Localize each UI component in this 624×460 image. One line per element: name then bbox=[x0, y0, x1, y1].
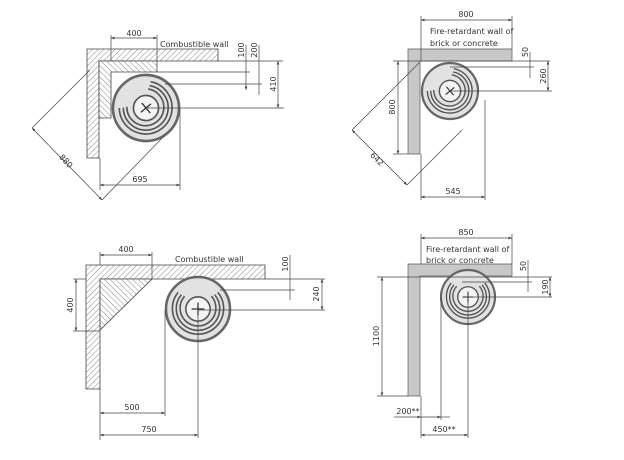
dim-240: 240 bbox=[312, 286, 321, 301]
dim-880: 880 bbox=[57, 153, 74, 170]
wall-label-line2: brick or concrete bbox=[430, 39, 498, 48]
diagram-fireproof-corner-diagonal: 800 Fire-retardant wall of brick or conc… bbox=[351, 10, 552, 200]
wall-label: Combustible wall bbox=[175, 255, 244, 264]
dim-400: 400 bbox=[126, 29, 141, 38]
dim-400-left: 400 bbox=[66, 297, 75, 312]
dim-100: 100 bbox=[281, 256, 290, 271]
diagram-combustible-wall-parallel: 400 Combustible wall 400 100 240 500 750 bbox=[66, 245, 325, 440]
dim-410: 410 bbox=[269, 76, 278, 91]
dim-545: 545 bbox=[445, 187, 460, 196]
dim-50: 50 bbox=[519, 261, 528, 271]
wall-label-line1: Fire-retardant wall of bbox=[430, 27, 513, 36]
dim-200: 200 bbox=[250, 42, 259, 57]
dim-850: 850 bbox=[458, 228, 473, 237]
dim-642: 642 bbox=[368, 151, 385, 168]
dim-800-top: 800 bbox=[458, 10, 473, 19]
dim-695: 695 bbox=[132, 175, 147, 184]
dim-260: 260 bbox=[539, 68, 548, 83]
wall-label-line1: Fire-retardant wall of bbox=[426, 245, 509, 254]
wall-label-line2: brick or concrete bbox=[426, 256, 494, 265]
insulation-triangle bbox=[99, 278, 153, 331]
dim-500: 500 bbox=[124, 403, 139, 412]
dim-1100: 1100 bbox=[372, 326, 381, 346]
wall-label: Combustible wall bbox=[160, 40, 229, 49]
dim-800-left: 800 bbox=[388, 99, 397, 114]
diagram-fireproof-wall-parallel: 850 Fire-retardant wall of brick or conc… bbox=[372, 228, 552, 438]
dim-450: 450** bbox=[432, 425, 455, 434]
diagram-combustible-corner-diagonal: 400 Combustible wall 100 200 410 880 695 bbox=[31, 29, 284, 201]
dim-200: 200** bbox=[396, 407, 419, 416]
dim-50: 50 bbox=[521, 47, 530, 57]
dim-750: 750 bbox=[141, 425, 156, 434]
dim-190: 190 bbox=[541, 279, 550, 294]
dim-100: 100 bbox=[237, 42, 246, 57]
dim-400-top: 400 bbox=[118, 245, 133, 254]
